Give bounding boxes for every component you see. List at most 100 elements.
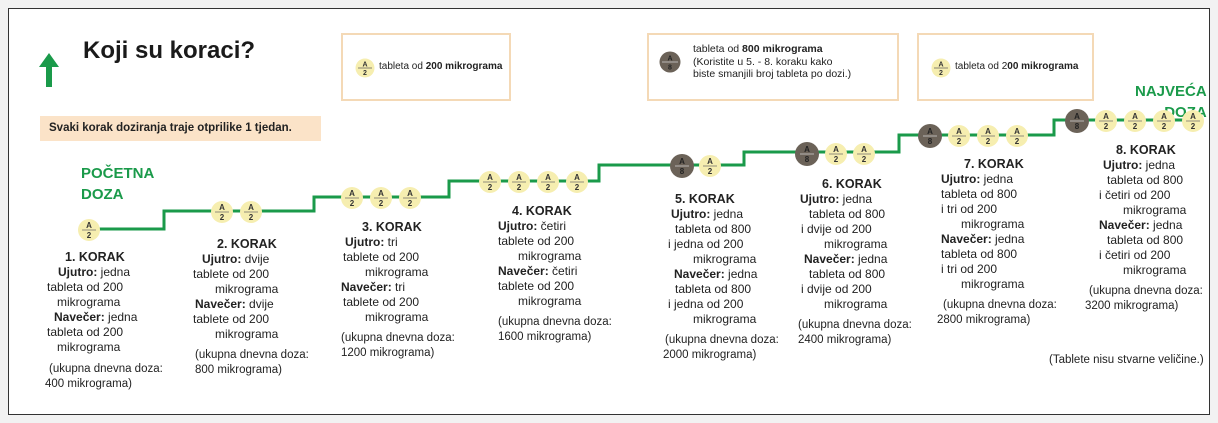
step-text: jedna [1142, 158, 1176, 172]
step-text: jedna [724, 267, 758, 281]
step-total: 1600 mikrograma) [498, 331, 592, 343]
tablet-text: 2 [862, 155, 867, 164]
step-total: (ukupna dnevna doza: [1089, 285, 1203, 297]
tablet-200: A2 [537, 171, 559, 193]
step-line: Navečer: četiri [498, 264, 617, 279]
dose-staircase: A2A2A2A2A2A2A2A2A2A2A8A2A8A2A2A8A2A2A2A8… [78, 109, 1204, 241]
step-total: (ukupna dnevna doza: [49, 363, 163, 375]
step-line: mikrograma [57, 295, 121, 309]
tablet-200: A2 [211, 201, 233, 223]
step-total: (ukupna dnevna doza: [943, 299, 1057, 311]
step-line: mikrograma [215, 282, 279, 296]
tablet-200: A2 [1153, 110, 1175, 132]
step-line: mikrograma [57, 340, 121, 354]
tablet-200: A2 [479, 171, 501, 193]
step-text: jedna [104, 310, 138, 324]
step-text: tri [384, 235, 398, 249]
step-title: 1. KORAK [65, 250, 125, 264]
tablet-200: A2 [948, 125, 970, 147]
tablet-200: A2 [78, 219, 100, 241]
step-line: i tri od 200 [941, 202, 998, 216]
step-line: tablete od 200 [193, 267, 270, 281]
tablet-200: A2 [341, 187, 363, 209]
step-text: jedna [1149, 218, 1183, 232]
up-arrow-icon [39, 53, 59, 87]
legend-text-bold: 00 mikrograma [1007, 61, 1079, 72]
step-line: tableta od 800 [941, 187, 1018, 201]
step-total: 2800 mikrograma) [937, 314, 1031, 326]
step-line: Navečer: dvije [195, 297, 322, 312]
step-line: mikrograma [1123, 263, 1187, 277]
step-label: Ujutro: [1103, 158, 1143, 172]
step-label: Navečer: [498, 264, 549, 278]
tablet-text: 2 [1133, 122, 1138, 131]
legend-text-pre: tableta od [379, 61, 426, 72]
tablets-group: A2A2A2A2A2A2A2A2A2A2A8A2A8A2A2A8A2A2A2A8… [78, 109, 1204, 241]
tablet-800: A8 [795, 142, 819, 166]
tablet-text: 2 [575, 183, 580, 192]
step-text: dvije [245, 297, 274, 311]
step-6: 6. KORAK Ujutro: jedna tableta od 800 i … [789, 177, 939, 348]
tablet-text: 2 [957, 137, 962, 146]
step-line: Navečer: jedna [54, 310, 175, 325]
start-dose-label: POČETNA DOZA [81, 163, 154, 205]
tablet-text: 8 [1075, 122, 1080, 131]
tablet-text: 2 [939, 70, 943, 77]
legend-text-pre: tableta od 2 [955, 61, 1008, 72]
tablet-text: A [1074, 112, 1080, 121]
step-line: Navečer: jedna [941, 232, 1085, 247]
step-total: 3200 mikrograma) [1085, 300, 1179, 312]
tablet-text: 2 [834, 155, 839, 164]
step-line: tablete od 200 [343, 295, 420, 309]
step-line: Ujutro: četiri [498, 219, 617, 234]
step-4: 4. KORAK Ujutro: četiri tablete od 200 m… [477, 204, 617, 345]
step-line: tableta od 800 [941, 247, 1018, 261]
step-line: mikrograma [961, 277, 1025, 291]
tablet-text: 2 [546, 183, 551, 192]
tablet-text: 2 [350, 199, 355, 208]
tablet-800: A8 [670, 154, 694, 178]
step-label: Navečer: [195, 297, 246, 311]
legend-800-text: tableta od 800 mikrograma (Koristite u 5… [693, 43, 851, 81]
tablet-text: 2 [1191, 122, 1196, 131]
step-total: (ukupna dnevna doza: [798, 319, 912, 331]
step-total: (ukupna dnevna doza: [341, 332, 455, 344]
step-line: mikrograma [1123, 203, 1187, 217]
tablet-text: 2 [488, 183, 493, 192]
step-line: tablete od 200 [343, 250, 420, 264]
legend-text-pre: tableta od [693, 43, 743, 55]
step-label: Navečer: [941, 232, 992, 246]
tablet-200: A2 [566, 171, 588, 193]
step-line: tableta od 200 [47, 325, 124, 339]
step-text: jedna [97, 265, 131, 279]
tablet-200: A2 [399, 187, 421, 209]
tablet-text: 2 [379, 199, 384, 208]
start-dose-line: DOZA [81, 186, 124, 203]
tablet-800-icon: A 8 [659, 51, 681, 73]
tablet-text: 8 [680, 167, 685, 176]
step-line: Navečer: jedna [674, 267, 793, 282]
tablet-text: A [487, 173, 493, 182]
step-line: tableta od 800 [1107, 173, 1184, 187]
tablet-text: A [927, 127, 933, 136]
tablet-text: 2 [87, 231, 92, 240]
tablet-200: A2 [1124, 110, 1146, 132]
tablet-200: A2 [699, 155, 721, 177]
step-line: Ujutro: jedna [1103, 158, 1208, 173]
step-label: Ujutro: [941, 172, 981, 186]
step-line: mikrograma [365, 265, 429, 279]
step-line: Navečer: jedna [1099, 218, 1208, 233]
tablet-text: A [1190, 112, 1196, 121]
step-total: 2000 mikrograma) [663, 349, 757, 361]
tablet-text: A [219, 203, 225, 212]
tablet-text: 8 [928, 137, 933, 146]
step-line: tableta od 800 [809, 267, 886, 281]
step-label: Ujutro: [202, 252, 242, 266]
tablet-text: A [86, 221, 92, 230]
tablet-text: 2 [249, 213, 254, 222]
step-8: 8. KORAK Ujutro: jedna tableta od 800 i … [1083, 143, 1208, 314]
duration-note: Svaki korak doziranja traje otprilike 1 … [40, 116, 321, 141]
step-line: tablete od 200 [193, 312, 270, 326]
step-line: i tri od 200 [941, 262, 998, 276]
step-line: tableta od 800 [675, 222, 752, 236]
